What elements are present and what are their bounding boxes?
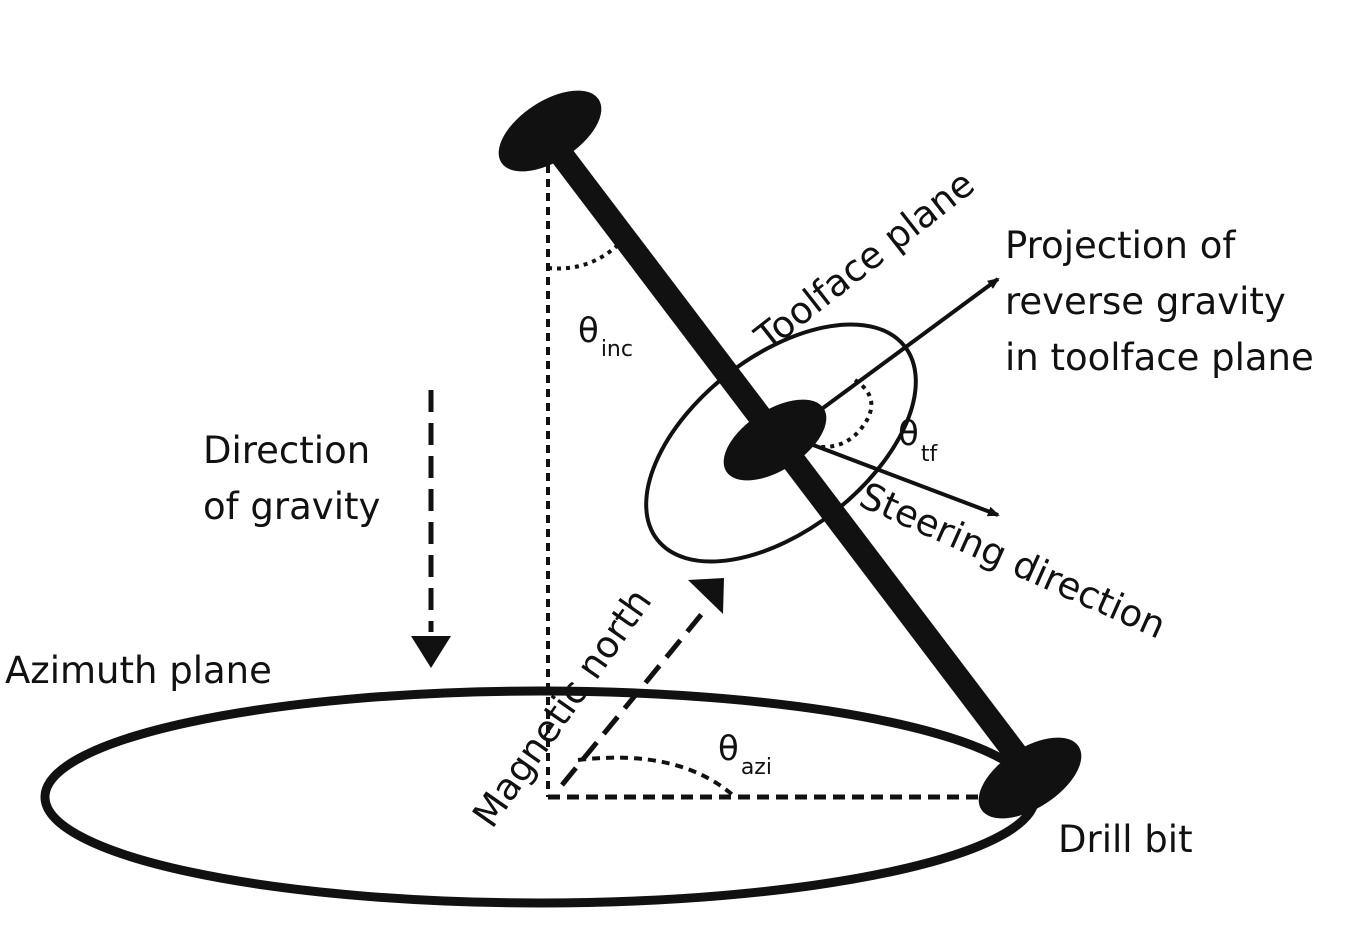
- direction-of-gravity-label-line1: Direction: [203, 429, 370, 472]
- reverse-gravity-arrow: [798, 277, 1000, 427]
- projection-label-line1: Projection of: [1005, 224, 1236, 267]
- projection-label-line3: in toolface plane: [1005, 336, 1314, 379]
- projection-label-line2: reverse gravity: [1005, 280, 1286, 323]
- inclination-arc: [547, 241, 622, 271]
- magnetic-north-arrow-head: [688, 578, 724, 614]
- steering-direction-arrow: [799, 438, 1000, 517]
- top-disk: [498, 90, 602, 172]
- azimuth-arc: [577, 755, 737, 799]
- toolface-plane-label: Toolface plane: [746, 162, 982, 360]
- gravity-arrow-head: [411, 636, 451, 668]
- magnetic-north-arrow-shaft: [560, 608, 707, 787]
- theta-inc-label: θinc: [578, 311, 633, 362]
- toolface-disk: [723, 399, 827, 481]
- drill-bit-label: Drill bit: [1058, 818, 1193, 861]
- direction-of-gravity-label-line2: of gravity: [203, 485, 380, 528]
- theta-azi-label: θazi: [718, 729, 772, 780]
- theta-tf-label: θtf: [898, 414, 938, 467]
- drill-bit-disk: [978, 737, 1082, 819]
- azimuth-plane-label: Azimuth plane: [5, 649, 272, 692]
